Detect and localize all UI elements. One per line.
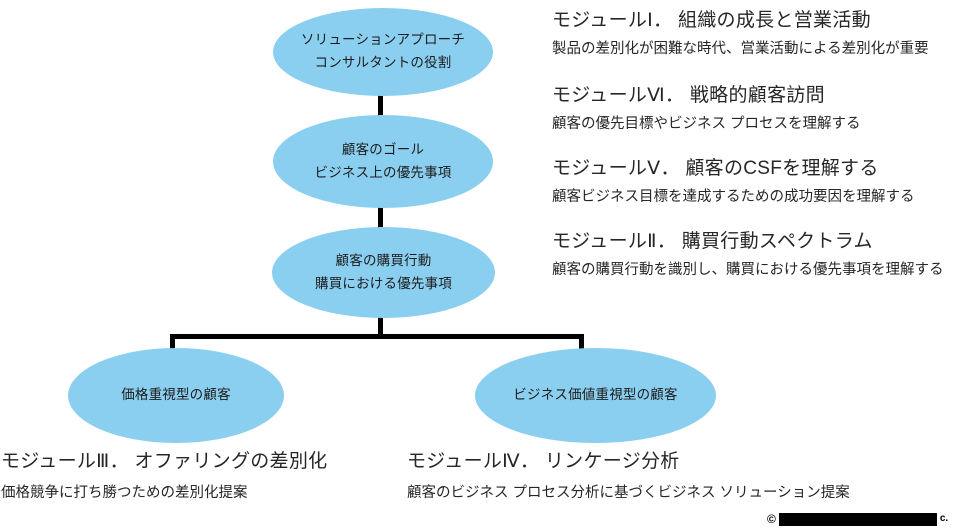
module-5-title: モジュールⅤ． 顧客のCSFを理解する: [552, 158, 879, 179]
node-business-value-focused-customer: ビジネス価値重視型の顧客: [475, 348, 716, 443]
module-6-description: 顧客の優先目標やビジネス プロセスを理解する: [552, 116, 861, 132]
module-1-description: 製品の差別化が困難な時代、営業活動による差別化が重要: [552, 41, 929, 57]
node-text-line: 購買における優先事項: [315, 275, 452, 291]
connector-behavior-to-branch: [378, 316, 383, 337]
module-2-title: モジュールⅡ． 購買行動スペクトラム: [552, 231, 873, 252]
copyright-suffix: c.: [939, 513, 949, 524]
copyright-symbol: ©: [767, 512, 776, 526]
node-text-line: ソリューションアプローチ: [300, 32, 466, 48]
module-1-block: モジュールⅠ． 組織の成長と営業活動 製品の差別化が困難な時代、営業活動による差…: [552, 9, 929, 59]
redaction-bar: [778, 512, 937, 526]
module-2-description: 顧客の購買行動を識別し、購買における優先事項を理解する: [552, 262, 944, 278]
node-text-line: ビジネス価値重視型の顧客: [513, 387, 678, 403]
node-text-line: ビジネス上の優先事項: [314, 164, 452, 180]
connector-branch-right-drop: [579, 334, 584, 351]
connector-solution-to-goal: [378, 94, 383, 117]
module-4-block: モジュールⅣ． リンケージ分析 顧客のビジネス プロセス分析に基づくビジネス ソ…: [407, 450, 850, 503]
node-buying-behavior: 顧客の購買行動 購買における優先事項: [272, 227, 495, 318]
connector-branch-horizontal-bar: [170, 334, 584, 339]
connector-branch-left-drop: [170, 334, 175, 351]
module-4-title: モジュールⅣ． リンケージ分析: [407, 451, 680, 472]
node-customer-goal: 顧客のゴール ビジネス上の優先事項: [273, 115, 493, 208]
node-price-focused-customer: 価格重視型の顧客: [68, 348, 284, 443]
node-text-line: 顧客の購買行動: [335, 252, 432, 268]
module-3-title: モジュールⅢ． オファリングの差別化: [1, 451, 328, 472]
node-text-line: コンサルタントの役割: [314, 55, 452, 70]
node-solution-approach: ソリューションアプローチ コンサルタントの役割: [273, 8, 493, 96]
module-5-block: モジュールⅤ． 顧客のCSFを理解する 顧客ビジネス目標を達成するための成功要因…: [552, 157, 915, 207]
module-6-title: モジュールⅥ． 戦略的顧客訪問: [552, 85, 825, 106]
module-3-block: モジュールⅢ． オファリングの差別化 価格競争に打ち勝つための差別化提案: [1, 450, 327, 503]
module-6-block: モジュールⅥ． 戦略的顧客訪問 顧客の優先目標やビジネス プロセスを理解する: [552, 84, 861, 134]
module-2-block: モジュールⅡ． 購買行動スペクトラム 顧客の購買行動を識別し、購買における優先事…: [552, 230, 944, 280]
copyright-line: © c.: [767, 511, 948, 527]
module-1-title: モジュールⅠ． 組織の成長と営業活動: [552, 10, 871, 31]
node-text-line: 価格重視型の顧客: [121, 387, 231, 403]
module-5-description: 顧客ビジネス目標を達成するための成功要因を理解する: [552, 189, 915, 205]
module-4-description: 顧客のビジネス プロセス分析に基づくビジネス ソリューション提案: [407, 485, 850, 501]
module-3-description: 価格競争に打ち勝つための差別化提案: [1, 485, 248, 501]
connector-goal-to-behavior: [378, 206, 383, 229]
node-text-line: 顧客のゴール: [341, 141, 425, 157]
